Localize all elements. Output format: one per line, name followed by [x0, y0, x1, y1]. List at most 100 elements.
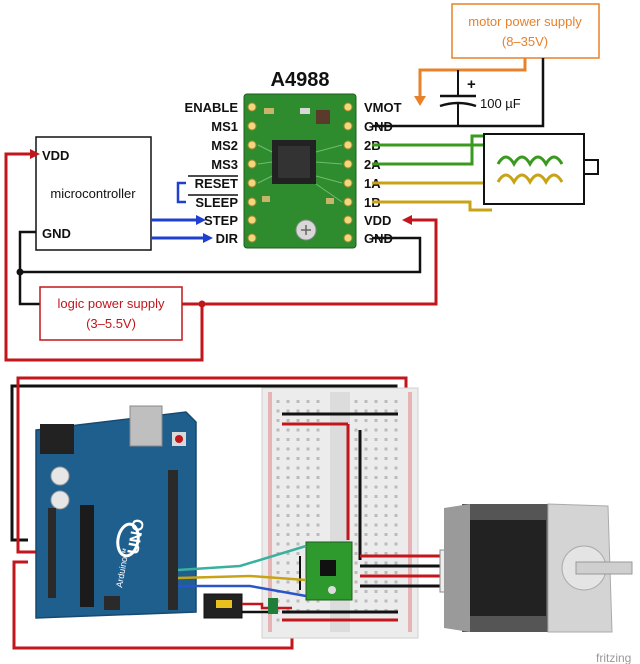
breadboard-hole: [306, 514, 310, 517]
breadboard-hole: [286, 571, 290, 574]
breadboard-hole: [286, 428, 290, 432]
chip-title: A4988: [271, 69, 330, 91]
stepper-motor-illustration: [439, 503, 633, 633]
breadboard-hole: [354, 447, 358, 451]
breadboard-hole: [296, 523, 300, 527]
logic-gnd-wire-left: [18, 230, 40, 306]
breadboard-hole: [374, 409, 378, 413]
breadboard-hole: [316, 419, 320, 422]
breadboard-hole: [296, 580, 300, 584]
capacitor-label: 100 µF: [480, 96, 521, 111]
arduino-uno: UNO Arduino™: [35, 405, 197, 619]
atmega-chip: [80, 505, 94, 607]
breadboard-hole: [286, 561, 290, 565]
breadboard-hole: [384, 419, 388, 422]
coil-2a-wire: [372, 134, 494, 166]
breadboard-hole: [384, 571, 388, 574]
breadboard-hole: [306, 504, 310, 508]
breadboard-hole: [296, 447, 300, 451]
breadboard-hole: [316, 495, 320, 498]
pin-ms2: MS2: [211, 138, 238, 153]
breadboard-hole: [364, 428, 368, 432]
mcu-gnd-label: GND: [42, 226, 71, 241]
breadboard-hole: [364, 495, 368, 498]
breadboard-hole: [296, 409, 300, 413]
breadboard-hole: [316, 485, 320, 489]
breadboard-hole: [374, 485, 378, 489]
breadboard-hole: [394, 438, 398, 441]
breadboard-hole: [354, 485, 358, 489]
breadboard-hole: [374, 457, 378, 460]
breadboard-hole: [394, 447, 398, 451]
breadboard-hole: [384, 599, 388, 603]
breadboard-hole: [296, 561, 300, 565]
breadboard-hole: [286, 504, 290, 508]
breadboard-hole: [374, 514, 378, 517]
capacitor-plus: +: [467, 76, 476, 93]
breadboard-hole: [374, 428, 378, 432]
breadboard-hole: [364, 523, 368, 527]
breadboard-hole: [354, 476, 358, 479]
breadboard-hole: [276, 504, 280, 508]
breadboard-hole: [316, 457, 320, 460]
motor-gnd-wire: [372, 58, 545, 128]
breadboard-hole: [354, 419, 358, 422]
breadboard-hole: [364, 466, 368, 470]
breadboard-hole: [394, 514, 398, 517]
breadboard-hole: [296, 419, 300, 422]
breadboard-hole: [384, 561, 388, 565]
breadboard-hole: [374, 561, 378, 565]
breadboard-hole: [306, 457, 310, 460]
breadboard-hole: [374, 495, 378, 498]
breadboard-hole: [374, 476, 378, 479]
breadboard-hole: [354, 571, 358, 574]
logic-power-supply: logic power supply (3–5.5V): [39, 286, 183, 341]
breadboard-hole: [316, 533, 320, 536]
breadboard-hole: [296, 495, 300, 498]
breadboard-hole: [296, 599, 300, 603]
logic-vdd-wire-left: [4, 152, 204, 362]
breadboard-hole: [296, 438, 300, 441]
breadboard-hole: [394, 580, 398, 584]
breadboard-hole: [276, 523, 280, 527]
breadboard-hole: [364, 504, 368, 508]
breadboard-hole: [276, 514, 280, 517]
pin-vdd: VDD: [364, 213, 391, 228]
breadboard-hole: [394, 533, 398, 536]
breadboard-hole: [374, 552, 378, 555]
breadboard-hole: [296, 590, 300, 593]
breadboard-hole: [374, 438, 378, 441]
a4988-board: A4988: [243, 69, 357, 249]
breadboard-hole: [286, 580, 290, 584]
breadboard-hole: [286, 400, 290, 403]
breadboard-hole: [354, 409, 358, 413]
breadboard-hole: [354, 523, 358, 527]
breadboard-hole: [296, 552, 300, 555]
breadboard-hole: [354, 561, 358, 565]
breadboard-hole: [354, 457, 358, 460]
breadboard-hole: [394, 419, 398, 422]
breadboard-hole: [364, 419, 368, 422]
breadboard-hole: [394, 428, 398, 432]
breadboard-hole: [384, 409, 388, 413]
breadboard-hole: [364, 590, 368, 593]
breadboard-hole: [276, 571, 280, 574]
stepper-motor-schematic: [483, 133, 599, 205]
breadboard-hole: [384, 533, 388, 536]
breadboard-hole: [394, 590, 398, 593]
logic-gnd-wire-right: [20, 236, 422, 274]
barrel-jack-icon: [40, 424, 74, 454]
breadboard-hole: [374, 400, 378, 403]
reset-sleep-link: [176, 181, 186, 204]
breadboard-hole: [286, 552, 290, 555]
breadboard-hole: [276, 400, 280, 403]
breadboard-hole: [276, 618, 280, 622]
pin-enable: ENABLE: [185, 100, 239, 115]
breadboard-hole: [354, 466, 358, 470]
breadboard-hole: [394, 561, 398, 565]
left-pin-labels: ENABLE MS1 MS2 MS3 RESET SLEEP STEP DIR: [185, 100, 239, 246]
logic-vdd-wire-right: [182, 218, 438, 306]
breadboard-hole: [384, 447, 388, 451]
breadboard-hole: [374, 590, 378, 593]
breadboard-hole: [374, 504, 378, 508]
